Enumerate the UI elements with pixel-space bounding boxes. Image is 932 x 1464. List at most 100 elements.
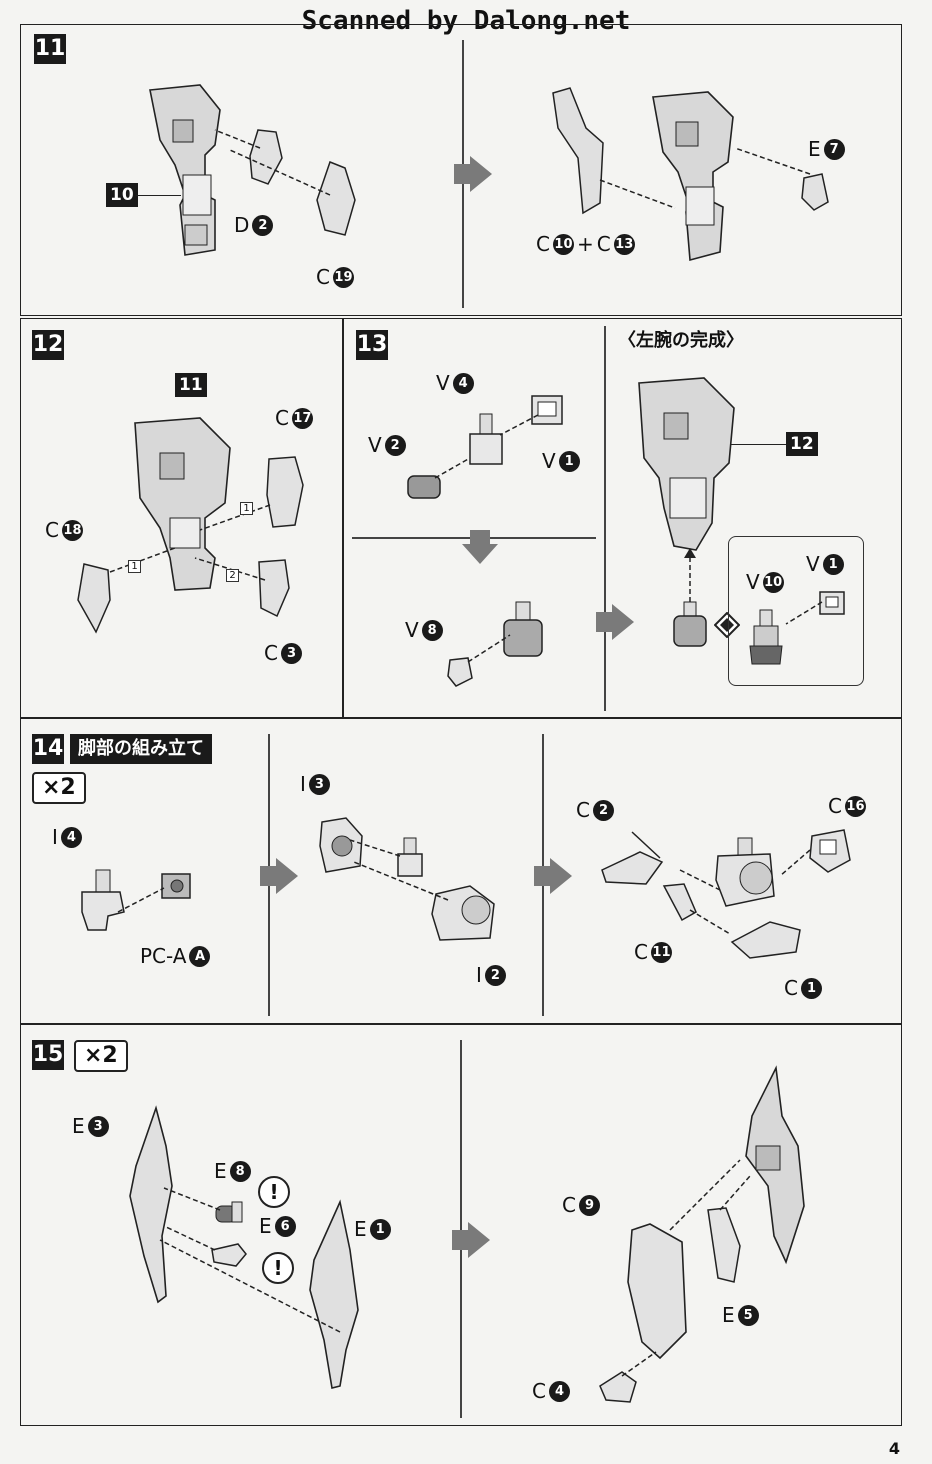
part-i3-illustration [316,816,366,880]
step-11-number: 11 [34,34,66,64]
alt-hand-box [728,536,864,686]
circle-num: 4 [452,372,474,394]
arm-part-illustration-2 [648,91,738,266]
circle-num: 1 [822,553,844,575]
step-14-multiplier: ×2 [32,772,86,804]
assembly-arrows [467,634,511,663]
circle-num: 9 [578,1194,600,1216]
circle-num: 2 [252,214,274,236]
arm-subassembly-illustration [130,417,240,597]
part-joint-illustration [396,836,424,884]
circle-num: 19 [332,266,354,288]
circle-num: 11 [650,941,672,963]
circle-num: 3 [87,1115,109,1137]
part-ref-10: 10 [106,183,138,207]
assembly-arrows [214,129,331,196]
assembly-arrows [159,1187,341,1333]
assembly-arrows [434,414,539,479]
assembly-arrows [599,147,811,209]
part-c4-illustration [598,1370,638,1410]
circle-num: 8 [421,619,443,641]
leg-joint-illustration [714,836,778,912]
divider [460,1040,462,1418]
circle-num: 13 [613,233,635,255]
circle-num: 1 [800,977,822,999]
circle-num: 7 [823,138,845,160]
step-13-number: 13 [356,330,388,360]
part-c17-illustration [265,455,305,534]
circle-num: A [189,945,211,967]
part-c18-illustration [74,560,114,639]
step-15-multiplier: ×2 [74,1040,128,1072]
attach-arrow [684,548,696,602]
scan-watermark: Scanned by Dalong.net [301,6,631,36]
part-e3-illustration [126,1105,176,1310]
circle-num: 10 [762,571,784,593]
part-e6-illustration [210,1240,250,1274]
circle-num: 3 [308,773,330,795]
completed-arm-illustration [634,377,744,557]
part-c3-illustration [255,558,291,622]
divider [604,326,606,711]
part-pca-illustration [160,870,194,906]
order-tag: 1 [240,502,253,515]
circle-num: 10 [552,233,574,255]
circle-num: 18 [61,519,83,541]
leader-line [730,444,786,445]
part-ref-11: 11 [175,373,207,397]
part-v2-illustration [406,474,442,504]
part-e5-illustration [704,1206,744,1290]
part-d2-illustration [248,128,286,192]
hand-part-illustration [670,600,710,654]
part-e7-illustration [800,172,830,216]
circle-num: 17 [291,407,313,429]
step-14-title: 脚部の組み立て [70,734,212,764]
order-tag: 2 [226,569,239,582]
part-c1-illustration [730,916,804,964]
part-v8-illustration [446,656,474,692]
circle-num: 8 [229,1160,251,1182]
part-c10-c13-illustration [548,87,608,222]
circle-num: 2 [592,799,614,821]
step-14-number: 14 [32,734,64,764]
hand-assembly-illustration [498,600,548,664]
circle-num: 5 [737,1304,759,1326]
circle-num: 3 [280,642,302,664]
step-15-panel [20,1024,902,1426]
part-v1-illustration [528,392,566,434]
assembly-arrows [785,601,823,625]
completion-title: 〈左腕の完成〉 [618,330,744,351]
circle-num: 2 [484,964,506,986]
page-number: 4 [888,1439,900,1458]
swap-diamond-icon [714,612,740,638]
part-c9-illustration [620,1222,690,1366]
assembly-arrows [109,504,271,581]
step-12-number: 12 [32,330,64,360]
warning-icon: ! [258,1176,290,1208]
part-ref-12: 12 [786,432,818,456]
